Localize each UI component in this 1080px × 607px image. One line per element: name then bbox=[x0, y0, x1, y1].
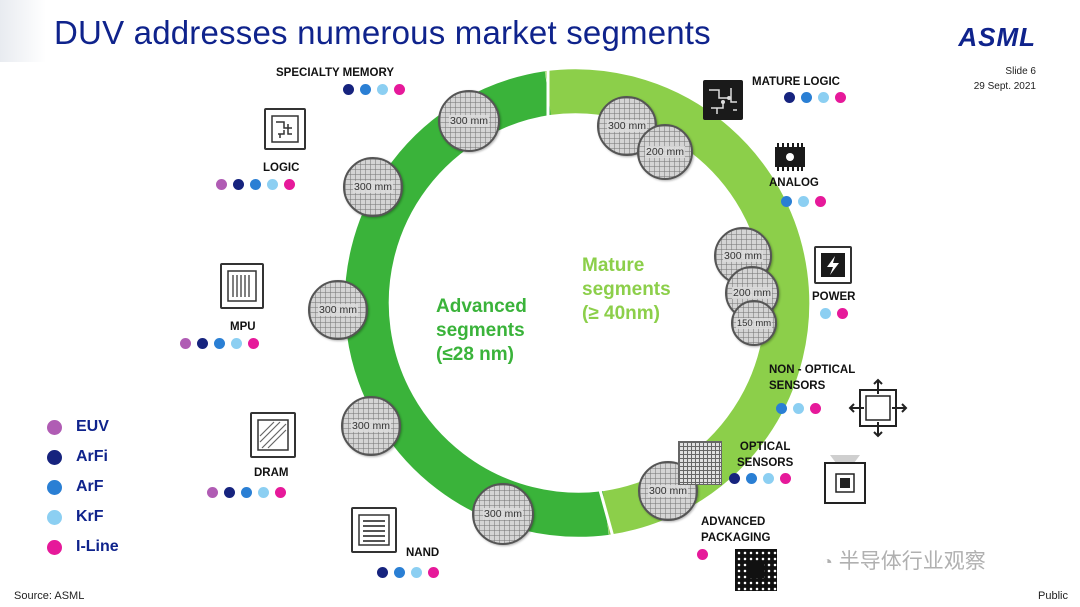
segment-advanced-packaging: ADVANCED PACKAGING bbox=[701, 516, 771, 544]
segment-mpu: MPU bbox=[230, 321, 256, 333]
wafer-specialty-memory: 300 mm bbox=[438, 90, 500, 152]
dot-krf bbox=[258, 487, 269, 498]
source-note: Source: ASML bbox=[14, 590, 85, 602]
dram-dots bbox=[207, 487, 286, 498]
nand-chip-icon bbox=[351, 507, 397, 553]
analog-dots bbox=[781, 196, 826, 207]
dot-krf bbox=[231, 338, 242, 349]
slide-date: 29 Sept. 2021 bbox=[973, 81, 1036, 92]
dot-iline bbox=[810, 403, 821, 414]
asml-logo: ASML bbox=[958, 22, 1036, 52]
dot-krf bbox=[411, 567, 422, 578]
dot-krf bbox=[377, 84, 388, 95]
dot-arfi bbox=[224, 487, 235, 498]
classification-label: Public bbox=[1038, 590, 1068, 602]
wafer-nand: 300 mm bbox=[472, 483, 534, 545]
dot-arfi bbox=[233, 179, 244, 190]
mpu-dots bbox=[180, 338, 259, 349]
dot-iline bbox=[248, 338, 259, 349]
dot-krf bbox=[793, 403, 804, 414]
dot-iline bbox=[394, 84, 405, 95]
dot-euv bbox=[207, 487, 218, 498]
lithography-legend: EUV ArFi ArF KrF I-Line bbox=[47, 418, 119, 556]
wechat-icon: ◔ bbox=[822, 552, 833, 572]
segment-specialty-memory: SPECIALTY MEMORY bbox=[276, 67, 394, 79]
segment-analog: ANALOG bbox=[769, 177, 819, 189]
logic-dots bbox=[216, 179, 295, 190]
packaging-dots bbox=[697, 549, 708, 560]
dram-chip-icon bbox=[250, 412, 296, 458]
dot-iline bbox=[697, 549, 708, 560]
segment-non-optical-sensors: NON - OPTICAL SENSORS bbox=[769, 364, 856, 392]
dot-euv bbox=[216, 179, 227, 190]
dot-iline bbox=[780, 473, 791, 484]
legend-arf: ArF bbox=[47, 478, 119, 496]
mature-logic-dots bbox=[784, 92, 846, 103]
dot-arf bbox=[214, 338, 225, 349]
dot-iline bbox=[835, 92, 846, 103]
dot-iline bbox=[815, 196, 826, 207]
segment-optical-sensors: OPTICAL SENSORS bbox=[737, 441, 794, 469]
mpu-chip-icon bbox=[220, 263, 264, 309]
dot-arf bbox=[250, 179, 261, 190]
wafer-power-150: 150 mm bbox=[731, 300, 777, 346]
dot-arfi bbox=[784, 92, 795, 103]
power-dots bbox=[820, 308, 848, 319]
dot-arf bbox=[776, 403, 787, 414]
nand-dots bbox=[377, 567, 439, 578]
wafer-dram: 300 mm bbox=[341, 396, 401, 456]
dot-krf bbox=[798, 196, 809, 207]
header-accent-bar bbox=[0, 0, 46, 62]
dot-arf bbox=[360, 84, 371, 95]
segment-nand: NAND bbox=[406, 547, 440, 559]
slide-title: DUV addresses numerous market segments bbox=[54, 14, 711, 51]
arrows-sensor-icon bbox=[848, 378, 908, 438]
dot-krf bbox=[818, 92, 829, 103]
circuit-board-icon bbox=[703, 80, 743, 120]
slide-number: Slide 6 bbox=[1005, 66, 1036, 77]
dot-iline bbox=[837, 308, 848, 319]
logic-chip-icon bbox=[264, 108, 306, 150]
dot-arf bbox=[394, 567, 405, 578]
dot-iline bbox=[284, 179, 295, 190]
dot-arf bbox=[801, 92, 812, 103]
dot-krf bbox=[763, 473, 774, 484]
wafer-logic: 300 mm bbox=[343, 157, 403, 217]
legend-iline: I-Line bbox=[47, 538, 119, 556]
dot-arfi bbox=[197, 338, 208, 349]
dot-arfi bbox=[343, 84, 354, 95]
dot-krf bbox=[267, 179, 278, 190]
lightning-icon bbox=[814, 246, 852, 284]
dot-iline bbox=[428, 567, 439, 578]
dot-krf bbox=[820, 308, 831, 319]
dot-arf bbox=[781, 196, 792, 207]
ring-divider-bottom bbox=[598, 489, 615, 538]
segment-dram: DRAM bbox=[254, 467, 289, 479]
watermark: ◔ 半导体行业观察 bbox=[822, 550, 986, 573]
dot-iline bbox=[275, 487, 286, 498]
segment-power: POWER bbox=[812, 291, 856, 303]
wafer-mature-logic-200: 200 mm bbox=[637, 124, 693, 180]
segment-mature-logic: MATURE LOGIC bbox=[752, 76, 840, 88]
wafer-mpu: 300 mm bbox=[308, 280, 368, 340]
advanced-segments-label: Advanced segments (≤28 nm) bbox=[436, 296, 527, 365]
dot-arfi bbox=[377, 567, 388, 578]
segment-logic: LOGIC bbox=[263, 162, 300, 174]
non-optical-dots bbox=[776, 403, 821, 414]
mature-segments-label: Mature segments (≥ 40nm) bbox=[582, 255, 671, 324]
dot-arf bbox=[241, 487, 252, 498]
analog-chip-icon bbox=[773, 140, 807, 174]
legend-euv: EUV bbox=[47, 418, 119, 436]
legend-arfi: ArFi bbox=[47, 448, 119, 466]
sensor-die-icon bbox=[678, 441, 722, 485]
package-grid-icon bbox=[735, 549, 777, 591]
dot-arf bbox=[746, 473, 757, 484]
optical-dots bbox=[729, 473, 791, 484]
specialty-memory-dots bbox=[343, 84, 405, 95]
dot-arfi bbox=[729, 473, 740, 484]
legend-krf: KrF bbox=[47, 508, 119, 526]
optical-sensor-icon bbox=[822, 453, 868, 505]
dot-euv bbox=[180, 338, 191, 349]
